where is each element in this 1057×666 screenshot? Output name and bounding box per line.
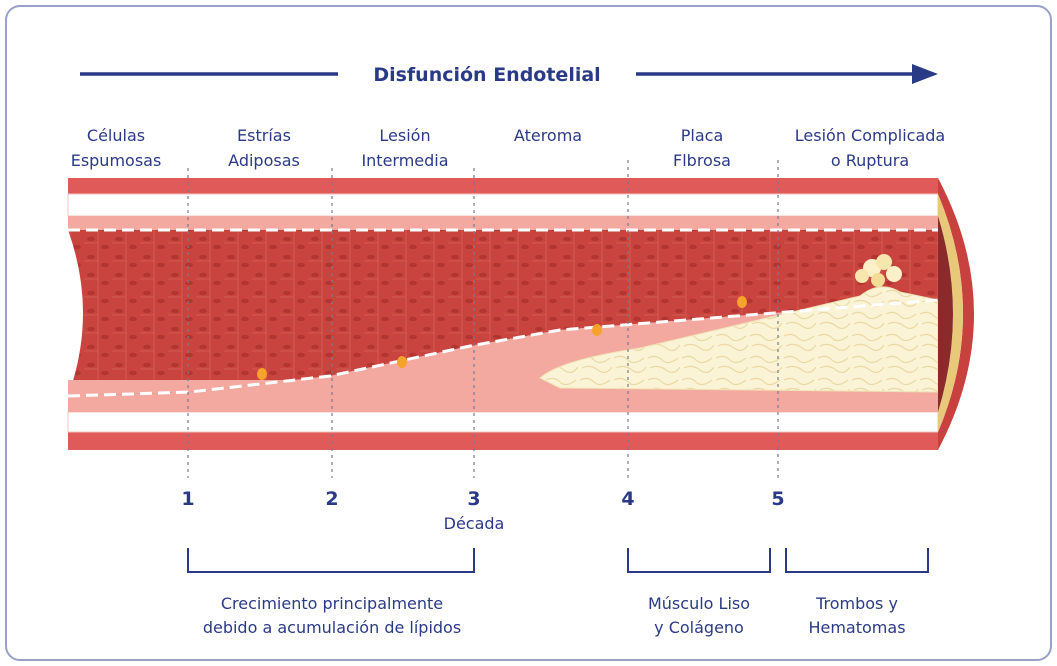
bracket-label-muscle-line2: y Colágeno [654,618,744,637]
decade-axis-label: Década [444,514,505,533]
decade-number-3: 3 [467,488,480,510]
stage-label-1-line2: Espumosas [71,151,162,170]
artery-illustration [68,178,974,450]
stage-label-3-line1: Lesión [379,126,430,145]
decade-number-5: 5 [771,488,784,510]
stage-label-5-line1: Placa [681,126,724,145]
stage-label-5-line2: Flbrosa [673,151,731,170]
stage-label-4-line1: Ateroma [514,126,582,145]
stage-label-1-line1: Células [87,126,145,145]
stage-label-2-line1: Estrías [237,126,291,145]
stage-label-2-line2: Adiposas [228,151,300,170]
artery-outer-wall-top [68,178,938,194]
artery-outer-wall-bottom [68,432,938,450]
bracket-label-thrombus-line1: Trombos y [815,594,898,613]
decade-number-4: 4 [621,488,634,510]
stage-label-6-line2: o Ruptura [831,151,909,170]
decade-number-1: 1 [181,488,194,510]
bracket-label-muscle-line1: Músculo Liso [648,594,750,613]
decade-number-2: 2 [325,488,338,510]
stage-label-3-line2: Intermedia [361,151,448,170]
stage-label-6-line1: Lesión Complicada [795,126,945,145]
bracket-label-lipids-line1: Crecimiento principalmente [221,594,443,613]
bracket-label-lipids-line2: debido a acumulación de lípidos [203,618,461,637]
bracket-label-thrombus-line2: Hematomas [808,618,905,637]
diagram-title: Disfunción Endotelial [373,64,600,86]
